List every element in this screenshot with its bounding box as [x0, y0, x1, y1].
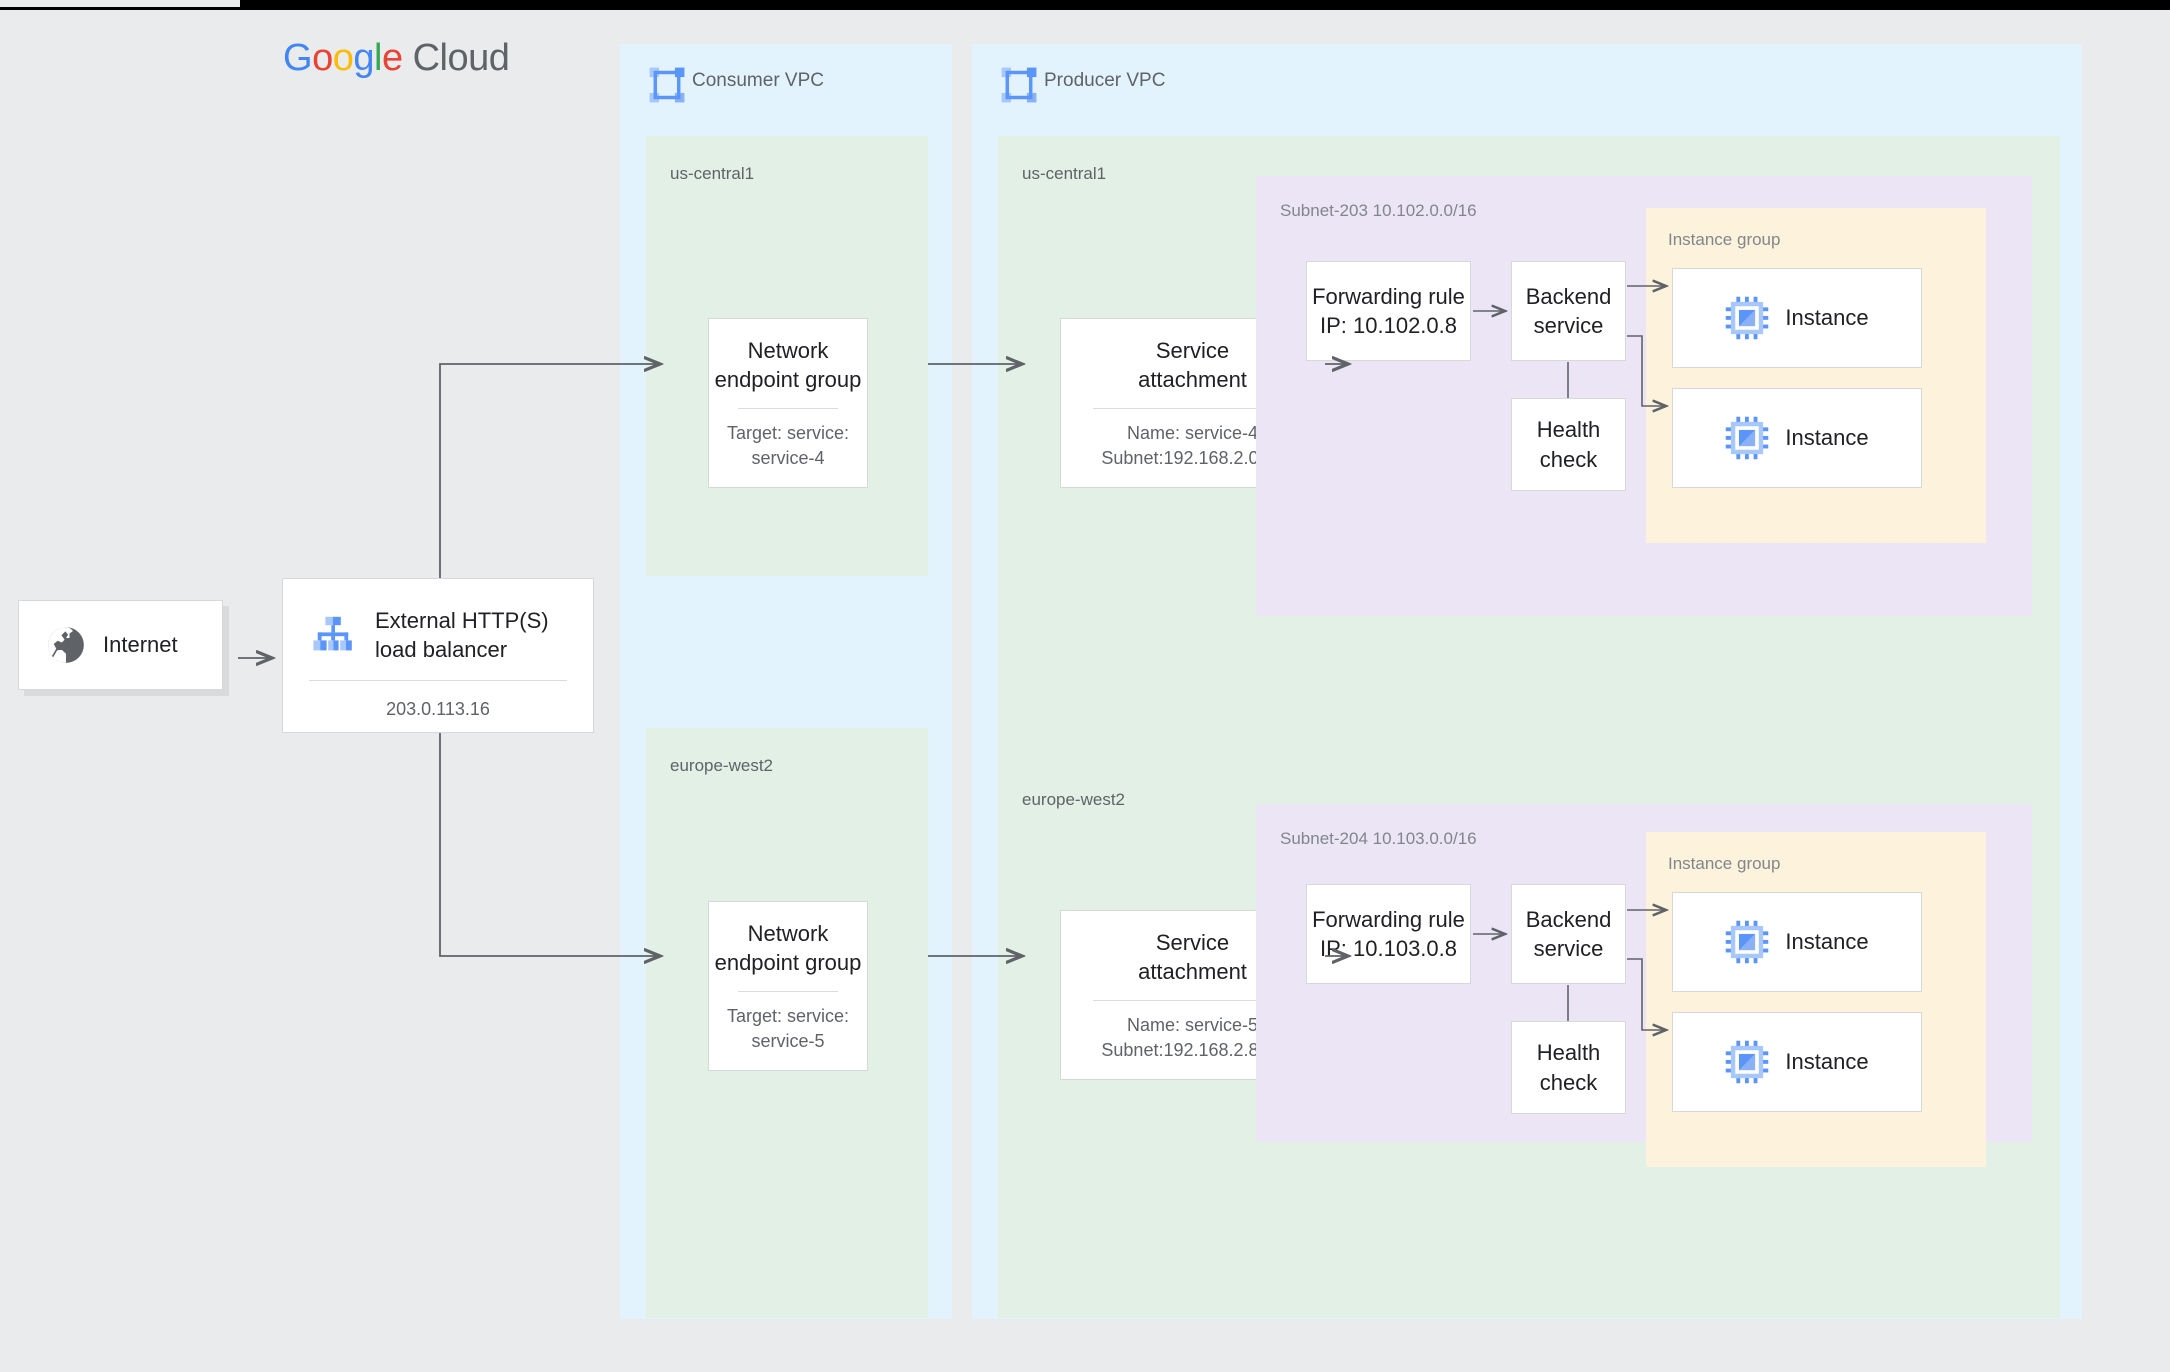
internet-card[interactable]: Internet: [18, 600, 223, 690]
card-title: Network endpoint group: [714, 921, 862, 976]
subnet-203-container: Subnet-203 10.102.0.0/16 Forwarding rule…: [1256, 176, 2032, 616]
card-title: Forwarding rule IP: 10.103.0.8: [1312, 906, 1465, 961]
load-balancer-icon: [309, 612, 357, 660]
forwarding-rule-card-204[interactable]: Forwarding rule IP: 10.103.0.8: [1306, 884, 1471, 984]
card-subtitle: Name: service-4 Subnet:192.168.2.0/29: [1101, 423, 1284, 468]
top-black-bar: [0, 0, 2170, 10]
instance-card-204-1[interactable]: Instance: [1672, 892, 1922, 992]
consumer-vpc-title: Consumer VPC: [692, 70, 824, 91]
producer-region-europe-west2: europe-west2 Service attachment Name: se…: [998, 762, 2060, 1318]
instance-label: Instance: [1785, 304, 1869, 330]
card-title: Backend service: [1525, 283, 1612, 338]
backend-service-card-203[interactable]: Backend service: [1511, 261, 1626, 361]
card-divider: [1092, 408, 1293, 410]
card-title: Backend service: [1525, 906, 1612, 961]
instance-group-container-203: Instance group: [1646, 208, 1986, 543]
subnet-203-connectors: [1473, 176, 2032, 616]
card-title: Forwarding rule IP: 10.102.0.8: [1312, 283, 1465, 338]
network-endpoint-group-card-europe-west2[interactable]: Network endpoint group Target: service: …: [708, 901, 868, 1071]
producer-vpc-title: Producer VPC: [1044, 70, 1166, 91]
card-divider: [1092, 1000, 1293, 1002]
logo-cloud-word: Cloud: [412, 37, 510, 79]
producer-region-us-central1: us-central1 Service attachment Name: ser…: [998, 136, 2060, 764]
load-balancer-ip: 203.0.113.16: [386, 699, 490, 720]
logo-letter-l: l: [373, 37, 382, 79]
card-title: Health check: [1536, 1040, 1601, 1095]
load-balancer-title: External HTTP(S) load balancer: [375, 608, 549, 662]
subnet-label: Subnet-203 10.102.0.0/16: [1280, 201, 1477, 220]
card-subtitle: Target: service: service-4: [726, 423, 850, 468]
cpu-chip-icon: [1725, 920, 1769, 964]
logo-letter-e: e: [381, 37, 403, 79]
consumer-vpc-container: Consumer VPC us-central1 Network endpoin…: [620, 44, 952, 1319]
subnet-label: Subnet-204 10.103.0.0/16: [1280, 829, 1477, 848]
region-label: europe-west2: [670, 756, 774, 775]
network-endpoint-group-card-us-central1[interactable]: Network endpoint group Target: service: …: [708, 318, 868, 488]
logo-letter-g1: G: [283, 37, 313, 79]
card-subtitle: Name: service-5 Subnet:192.168.2.8/29: [1101, 1015, 1284, 1060]
instance-group-container-204: Instance group: [1646, 832, 1986, 1167]
vpc-icon: [648, 66, 686, 104]
instance-card-203-1[interactable]: Instance: [1672, 268, 1922, 368]
instance-label: Instance: [1785, 928, 1869, 954]
instance-label: Instance: [1785, 424, 1869, 450]
instance-card-203-2[interactable]: Instance: [1672, 388, 1922, 488]
cpu-chip-icon: [1725, 1040, 1769, 1084]
card-divider: [738, 991, 838, 993]
instance-group-label: Instance group: [1668, 854, 1781, 873]
top-bar-notch: [0, 0, 240, 7]
subnet-204-connectors: [1473, 804, 2032, 1142]
forwarding-rule-card-203[interactable]: Forwarding rule IP: 10.102.0.8: [1306, 261, 1471, 361]
card-divider: [738, 408, 838, 410]
card-title: Network endpoint group: [714, 338, 862, 393]
subnet-204-container: Subnet-204 10.103.0.0/16 Forwarding rule…: [1256, 804, 2032, 1167]
card-title: Service attachment: [1138, 930, 1247, 985]
consumer-region-europe-west2: europe-west2 Network endpoint group Targ…: [646, 728, 928, 1318]
region-label: us-central1: [670, 164, 755, 183]
instance-card-204-2[interactable]: Instance: [1672, 1012, 1922, 1112]
card-subtitle: Target: service: service-5: [726, 1006, 850, 1051]
card-title: Service attachment: [1138, 338, 1247, 393]
vpc-icon: [1000, 66, 1038, 104]
health-check-card-203[interactable]: Health check: [1511, 398, 1626, 491]
cpu-chip-icon: [1725, 296, 1769, 340]
instance-group-label: Instance group: [1668, 230, 1781, 249]
logo-letter-o1: o: [312, 37, 333, 79]
logo-letter-g2: g: [353, 37, 374, 79]
logo-letter-o2: o: [332, 37, 354, 79]
globe-icon: [45, 624, 87, 666]
cpu-chip-icon: [1725, 416, 1769, 460]
backend-service-card-204[interactable]: Backend service: [1511, 884, 1626, 984]
health-check-card-204[interactable]: Health check: [1511, 1021, 1626, 1114]
region-label: europe-west2: [1022, 790, 1126, 809]
region-label: us-central1: [1022, 164, 1107, 183]
consumer-region-us-central1: us-central1 Network endpoint group Targe…: [646, 136, 928, 576]
internet-label: Internet: [103, 631, 178, 657]
card-divider: [309, 680, 567, 682]
producer-vpc-container: Producer VPC us-central1 Service attachm…: [972, 44, 2082, 1319]
card-title: Health check: [1536, 417, 1601, 472]
instance-label: Instance: [1785, 1048, 1869, 1074]
external-load-balancer-card[interactable]: External HTTP(S) load balancer 203.0.113…: [282, 578, 594, 733]
